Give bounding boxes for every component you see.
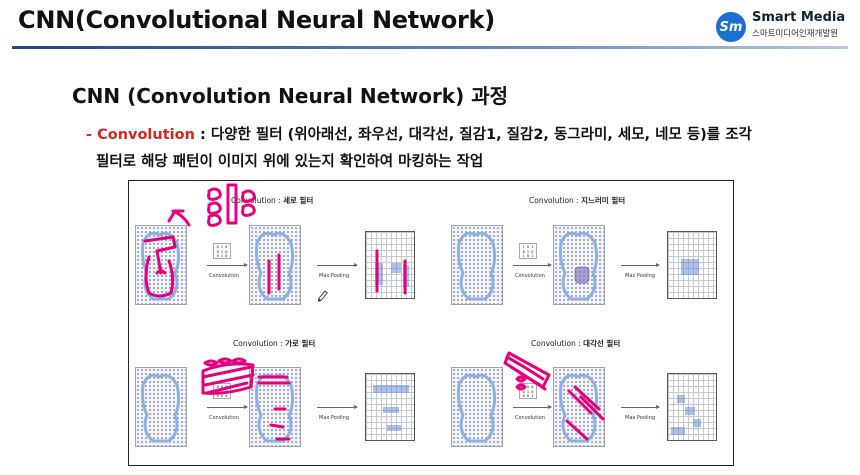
cnn-filter-figure: Convolution : 세로 필터 Convolution : 지느러미 필… xyxy=(128,180,734,466)
op-label-convolution: Convolution xyxy=(515,273,545,279)
logo-name: Smart Media xyxy=(752,10,846,25)
pencil-icon xyxy=(317,290,328,302)
description-line-2: 필터로 해당 패턴이 이미지 위에 있는지 확인하여 마킹하는 작업 xyxy=(96,154,484,170)
max-pooling-arrow xyxy=(621,263,660,267)
max-pooling-arrow xyxy=(317,263,358,267)
panel-title-horizontal: Convolution : 가로 필터 xyxy=(233,339,316,348)
panel-title-vertical: Convolution : 세로 필터 xyxy=(231,196,314,205)
convolution-arrow xyxy=(207,263,248,267)
op-label-convolution: Convolution xyxy=(209,415,239,421)
slide-title: CNN(Convolutional Neural Network) xyxy=(18,6,495,34)
op-label-max-pooling: Max Pooling xyxy=(625,273,656,279)
hand-annotations xyxy=(143,183,605,441)
pooled-activations xyxy=(373,259,701,435)
logo-subtitle: 스마트미디어인재개발원 xyxy=(752,29,839,39)
max-pooling-arrow xyxy=(317,405,358,409)
fin-highlight xyxy=(574,266,590,284)
figure-drawing-layer xyxy=(141,183,701,443)
max-pooling-arrow xyxy=(621,405,660,409)
title-divider xyxy=(12,46,848,49)
convolution-arrow xyxy=(513,405,552,409)
logo-icon: Sm xyxy=(716,12,746,42)
pooled-output-grid xyxy=(667,231,717,299)
description-line-1: : 다양한 필터 (위아래선, 좌우선, 대각선, 질감1, 질감2, 동그라미… xyxy=(194,127,752,143)
fish-outlines xyxy=(141,231,599,443)
op-label-max-pooling: Max Pooling xyxy=(625,415,656,421)
smart-media-logo: Sm Smart Media 스마트미디어인재개발원 xyxy=(716,10,856,42)
op-label-convolution: Convolution xyxy=(209,273,239,279)
convolution-arrow xyxy=(513,263,552,267)
section-heading: CNN (Convolution Neural Network) 과정 xyxy=(72,84,509,108)
convolution-arrow xyxy=(207,405,248,409)
panel-title-diagonal: Convolution : 대각선 필터 xyxy=(531,339,621,348)
term-convolution: Convolution xyxy=(97,127,195,143)
bullet-marker: - xyxy=(86,127,93,143)
op-label-convolution: Convolution xyxy=(515,415,545,421)
op-label-max-pooling: Max Pooling xyxy=(319,273,350,279)
op-label-max-pooling: Max Pooling xyxy=(319,415,350,421)
convolution-description: - Convolution : 다양한 필터 (위아래선, 좌우선, 대각선, … xyxy=(86,122,846,176)
panel-title-fin: Convolution : 지느러미 필터 xyxy=(529,196,626,205)
